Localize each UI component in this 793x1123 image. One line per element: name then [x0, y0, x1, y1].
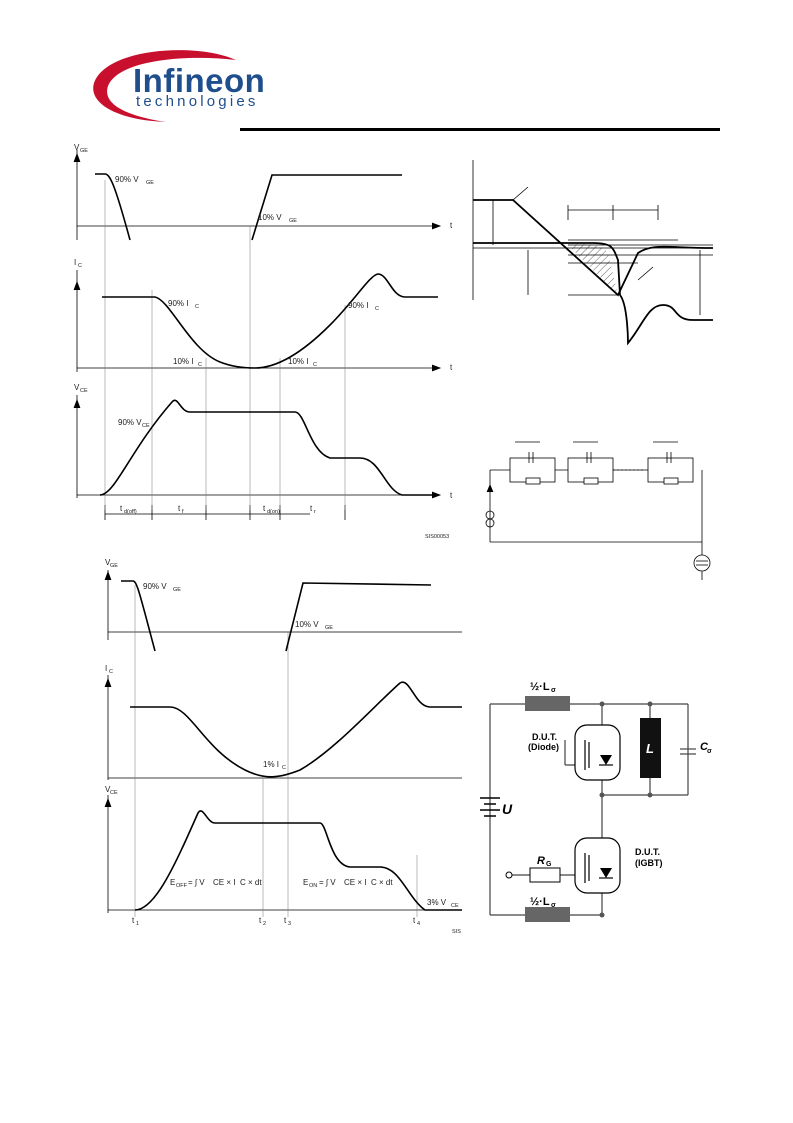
- half-l-bottom-label: ½·L: [530, 896, 550, 908]
- t1-sub: 1: [136, 921, 139, 927]
- header-rule: [240, 128, 720, 131]
- eon-expr-tail2: C × dt: [371, 878, 393, 887]
- dut-igbt-label-2: (IGBT): [635, 858, 663, 868]
- vge-10-label: 10% V: [258, 213, 282, 222]
- test-circuit-schematic: ½·L σ ½·L σ D.U.T. (Diode) D.U.T. (IGBT)…: [480, 681, 712, 922]
- dut-igbt-label: D.U.T.: [635, 847, 660, 857]
- ic-axis-sub: C: [78, 263, 82, 269]
- eon-expr-tail: CE × I: [344, 878, 366, 887]
- t-axis-label-3: t: [450, 491, 453, 500]
- vge-axis-sub: GE: [80, 148, 88, 154]
- fig2-code: SIS: [452, 929, 461, 935]
- vce-axis-label: V: [74, 383, 80, 392]
- fig2-vce-label: V: [105, 785, 111, 794]
- fig2-ic-1-sub: C: [282, 765, 286, 771]
- ic-90-sub-b: C: [375, 306, 379, 312]
- half-l-top-label: ½·L: [530, 681, 550, 693]
- t3-label: t: [284, 916, 287, 925]
- eoff-expr: = ∫ V: [188, 878, 205, 887]
- fig2-ic-sub: C: [109, 669, 113, 675]
- infineon-logo-swoosh: [93, 50, 236, 122]
- dut-diode-label-2: (Diode): [528, 742, 559, 752]
- fig1-code: SIS00053: [425, 534, 449, 540]
- fig2-vge-90: 90% V: [143, 582, 167, 591]
- vge-10-sub: GE: [289, 218, 297, 224]
- vge-axis-label: V: [74, 143, 80, 152]
- vge-90-sub: GE: [146, 180, 154, 186]
- td-off-sub: d(off): [124, 509, 137, 515]
- fig2-vce-3-sub: CE: [451, 903, 459, 909]
- half-inductor-top: [525, 696, 570, 711]
- t4-sub: 4: [417, 921, 420, 927]
- vce-axis-sub: CE: [80, 388, 88, 394]
- half-inductor-bottom: [525, 907, 570, 922]
- fig2-vge-label: V: [105, 558, 111, 567]
- td-off-label: t: [120, 504, 123, 513]
- ic-90-label-a: 90% I: [168, 299, 188, 308]
- t2-sub: 2: [263, 921, 266, 927]
- brand-name: Infineon: [133, 62, 266, 99]
- ic-10-label-a: 10% I: [173, 357, 193, 366]
- td-on-sub: d(on): [267, 509, 280, 515]
- rg-label: R: [537, 855, 545, 867]
- ic-10-sub-a: C: [198, 362, 202, 368]
- fig2-vge-90-sub: GE: [173, 587, 181, 593]
- cap-sub: σ: [707, 748, 712, 755]
- fig2-ic-label: I: [105, 664, 107, 673]
- cap-label: C: [700, 741, 709, 753]
- diode-recovery-waveform: [472, 160, 714, 346]
- tr-sub: r: [314, 509, 316, 515]
- fig2-vce-3: 3% V: [427, 898, 447, 907]
- fig2-vce-sub: CE: [110, 790, 118, 796]
- inductor-label: L: [646, 741, 654, 756]
- fig2-ic-1: 1% I: [263, 760, 279, 769]
- t3-sub: 3: [288, 921, 291, 927]
- ic-10-label-b: 10% I: [288, 357, 308, 366]
- t2-label: t: [259, 916, 262, 925]
- half-l-top-sub: σ: [551, 687, 556, 694]
- thermal-equivalent-circuit: [485, 441, 711, 580]
- eoff-expr-tail2: C × dt: [240, 878, 262, 887]
- ic-10-sub-b: C: [313, 362, 317, 368]
- brand-subtitle: technologies: [136, 93, 259, 110]
- ic-axis-label: I: [74, 258, 76, 267]
- td-on-label: t: [263, 504, 266, 513]
- t1-label: t: [132, 916, 135, 925]
- vge-90-label: 90% V: [115, 175, 139, 184]
- fig2-vge-10-sub: GE: [325, 625, 333, 631]
- ic-90-label-b: 90% I: [348, 301, 368, 310]
- t-axis-label-2: t: [450, 363, 453, 372]
- eon-sub: ON: [309, 883, 317, 889]
- eon-expr: = ∫ V: [319, 878, 336, 887]
- eoff-expr-tail: CE × I: [213, 878, 235, 887]
- t-axis-label-1: t: [450, 221, 453, 230]
- eoff-label: E: [170, 878, 175, 887]
- ic-90-sub-a: C: [195, 304, 199, 310]
- fig2-vge-10: 10% V: [295, 620, 319, 629]
- half-l-bottom-sub: σ: [551, 902, 556, 909]
- tf-sub: f: [182, 509, 184, 515]
- supply-label: U: [502, 801, 513, 817]
- eoff-sub: OFF: [176, 883, 188, 889]
- dut-diode-label: D.U.T.: [532, 732, 557, 742]
- dut-igbt-symbol: [574, 837, 621, 894]
- dut-diode-symbol: [574, 724, 621, 781]
- tr-label: t: [310, 504, 313, 513]
- vce-90-label: 90% V: [118, 418, 142, 427]
- t4-label: t: [413, 916, 416, 925]
- vce-90-sub: CE: [142, 423, 150, 429]
- rg-sub: G: [546, 861, 552, 868]
- tf-label: t: [178, 504, 181, 513]
- eon-label: E: [303, 878, 308, 887]
- fig2-vge-sub: GE: [110, 563, 118, 569]
- load-inductor: [640, 718, 661, 778]
